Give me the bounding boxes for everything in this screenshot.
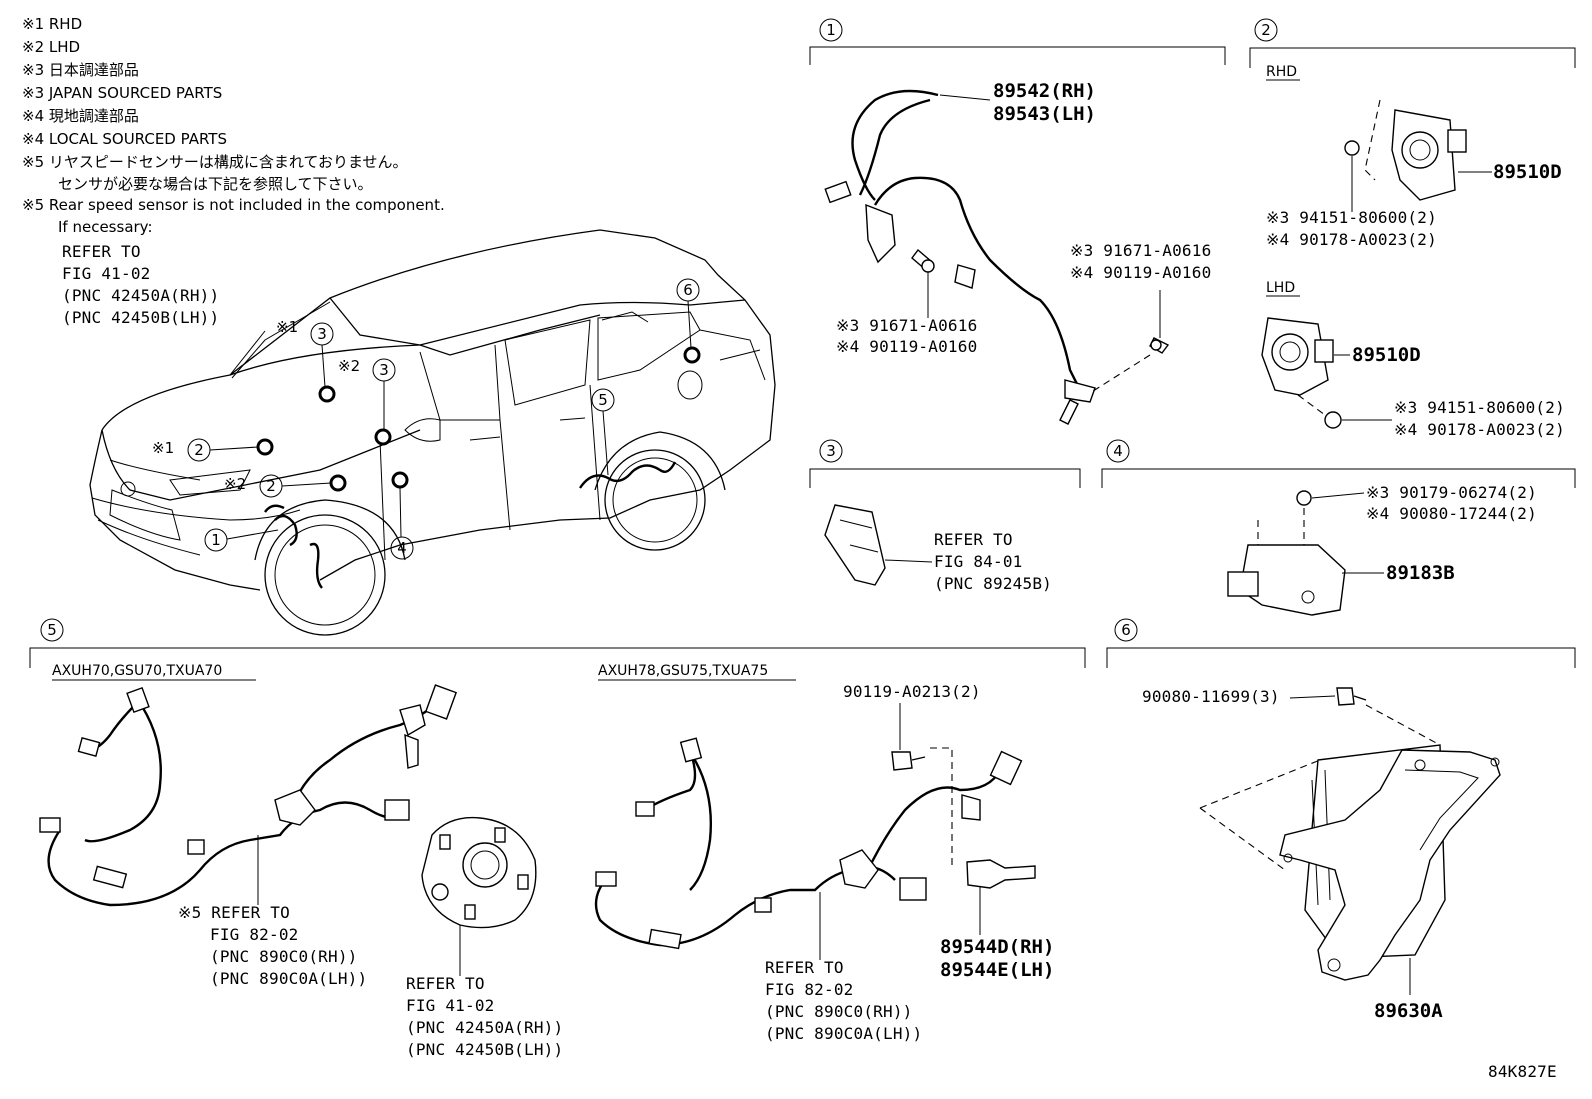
s5-refer-hub-fig: FIG 41-02 xyxy=(406,996,495,1015)
s2-nut-rhd-local: ※4 90178-A0023(2) xyxy=(1266,230,1437,249)
s5-refer-b-pnc-lh: (PNC 890C0A(LH)) xyxy=(765,1024,922,1043)
s6-bolt: 90080-11699(3) xyxy=(1142,687,1280,706)
s5-refer-hub-pnc-lh: (PNC 42450B(LH)) xyxy=(406,1040,563,1059)
loc-dot-2-lhd xyxy=(329,474,347,492)
callout-mark-lhd-2: ※2 xyxy=(224,475,246,493)
s1-bolt-a-jp: ※3 91671-A0616 xyxy=(836,316,977,335)
callout-num-6: 6 xyxy=(683,281,693,299)
s5-refer-a-to: ※5 REFER TO xyxy=(178,903,290,922)
s2-nut-lhd-local: ※4 90178-A0023(2) xyxy=(1394,420,1565,439)
s1-bolt-b-local: ※4 90119-A0160 xyxy=(1070,263,1211,282)
note-if-necessary: If necessary: xyxy=(58,218,153,236)
callout-mark-rhd-2: ※1 xyxy=(152,439,174,457)
callout-mark-rhd: ※1 xyxy=(276,318,298,336)
section-2-yaw-sensor: 2 RHD 89510D ※3 94151-80600(2) ※4 90178-… xyxy=(1249,18,1576,439)
s5-bolt: 90119-A0213(2) xyxy=(843,682,981,701)
section-2-num: 2 xyxy=(1261,21,1271,39)
s5-refer-a-pnc-rh: (PNC 890C0(RH)) xyxy=(210,947,358,966)
loc-dot-2-rhd xyxy=(256,438,274,456)
s2-nut-rhd-jp: ※3 94151-80600(2) xyxy=(1266,208,1437,227)
s3-refer-to: REFER TO xyxy=(934,530,1013,549)
s1-bolt-a-local: ※4 90119-A0160 xyxy=(836,337,977,356)
callout-num-2-rhd: 2 xyxy=(194,441,204,459)
s1-bolt-b-jp: ※3 91671-A0616 xyxy=(1070,241,1211,260)
s5-pn-rh: 89544D(RH) xyxy=(940,936,1054,958)
note-rhd: ※1 RHD xyxy=(22,15,82,33)
s2-pn-rhd: 89510D xyxy=(1493,161,1562,183)
s2-pn-lhd: 89510D xyxy=(1352,344,1421,366)
s5-refer-b-pnc-rh: (PNC 890C0(RH)) xyxy=(765,1002,913,1021)
section-4-sensor-module: 4 ※3 90179-06274(2) ※4 90080-17244(2) 89… xyxy=(1101,439,1576,616)
note-rear-sensor-jp: ※5 リヤスピードセンサーは構成に含まれておりません。 xyxy=(22,153,408,171)
callout-num-2-lhd: 2 xyxy=(266,477,276,495)
s5-refer-b-fig: FIG 82-02 xyxy=(765,980,854,999)
s5-pn-lh: 89544E(LH) xyxy=(940,959,1054,981)
section-3-num: 3 xyxy=(826,442,836,460)
callout-num-3-rhd: 3 xyxy=(317,325,327,343)
note-rear-sensor-en: ※5 Rear speed sensor is not included in … xyxy=(22,196,445,214)
loc-dot-6 xyxy=(683,346,701,364)
note-local-sourced: ※4 LOCAL SOURCED PARTS xyxy=(22,130,227,148)
section-3-steering-sensor: 3 REFER TO FIG 84-01 (PNC 89245B) xyxy=(809,439,1081,593)
note-japan-sourced: ※3 JAPAN SOURCED PARTS xyxy=(22,84,222,102)
note-lhd: ※2 LHD xyxy=(22,38,80,56)
s2-lhd-label: LHD xyxy=(1266,280,1295,296)
s5-refer-b-to: REFER TO xyxy=(765,958,844,977)
loc-dot-4 xyxy=(391,471,409,489)
note-rear-sensor-jp-2: センサが必要な場合は下記を参照して下さい。 xyxy=(58,175,373,193)
s4-nut-jp: ※3 90179-06274(2) xyxy=(1366,483,1537,502)
note-japan-jp: ※3 日本調達部品 xyxy=(22,61,139,79)
callout-num-3-lhd: 3 xyxy=(379,361,389,379)
refer-to-main: REFER TO xyxy=(62,242,141,261)
callout-mark-lhd: ※2 xyxy=(338,357,360,375)
s5-refer-hub-pnc-rh: (PNC 42450A(RH)) xyxy=(406,1018,563,1037)
s1-pn-rh: 89542(RH) xyxy=(993,80,1096,102)
loc-dot-3-lhd xyxy=(374,428,392,446)
s5-refer-hub-to: REFER TO xyxy=(406,974,485,993)
notes-block: ※1 RHD ※2 LHD ※3 日本調達部品 ※3 JAPAN SOURCED… xyxy=(22,15,445,327)
figure-code: 84K827E xyxy=(1488,1062,1557,1081)
section-6-num: 6 xyxy=(1121,621,1131,639)
loc-dot-3-rhd xyxy=(318,385,336,403)
s4-nut-local: ※4 90080-17244(2) xyxy=(1366,504,1537,523)
section-4-num: 4 xyxy=(1113,442,1123,460)
section-5-rear-sensor-harness: 5 AXUH70,GSU70,TXUA70 AXUH78,GSU75,TXUA7… xyxy=(29,618,1086,1059)
refer-pnc-rh-main: (PNC 42450A(RH)) xyxy=(62,286,219,305)
section-6-ecu-bracket: 6 90080-11699(3) 89630A xyxy=(1106,618,1576,1022)
s3-refer-fig: FIG 84-01 xyxy=(934,552,1023,571)
callout-num-4: 4 xyxy=(397,539,407,557)
s3-refer-pnc: (PNC 89245B) xyxy=(934,574,1052,593)
refer-fig-main: FIG 41-02 xyxy=(62,264,151,283)
section-1-num: 1 xyxy=(826,21,836,39)
s5-refer-a-fig: FIG 82-02 xyxy=(210,925,299,944)
s5-refer-a-pnc-lh: (PNC 890C0A(LH)) xyxy=(210,969,367,988)
s4-pn: 89183B xyxy=(1386,562,1455,584)
callout-num-5: 5 xyxy=(598,391,608,409)
refer-pnc-lh-main: (PNC 42450B(LH)) xyxy=(62,308,219,327)
s2-nut-lhd-jp: ※3 94151-80600(2) xyxy=(1394,398,1565,417)
rear-hub xyxy=(421,816,537,929)
s1-pn-lh: 89543(LH) xyxy=(993,103,1096,125)
car-callouts: ※1 3 ※2 3 6 5 ※1 2 ※2 2 1 4 xyxy=(152,278,700,560)
s6-pn: 89630A xyxy=(1374,1000,1443,1022)
vehicle-outline xyxy=(89,229,776,636)
section-5-num: 5 xyxy=(47,621,57,639)
s5-model-a: AXUH70,GSU70,TXUA70 xyxy=(52,663,222,679)
s2-rhd-label: RHD xyxy=(1266,64,1297,80)
section-1-front-speed-sensor: 1 89542(RH) 89543(LH) ※3 91671-A0616 ※4 … xyxy=(809,18,1226,425)
callout-num-1: 1 xyxy=(211,531,221,549)
note-local-jp: ※4 現地調達部品 xyxy=(22,107,139,125)
s5-model-b: AXUH78,GSU75,TXUA75 xyxy=(598,663,768,679)
